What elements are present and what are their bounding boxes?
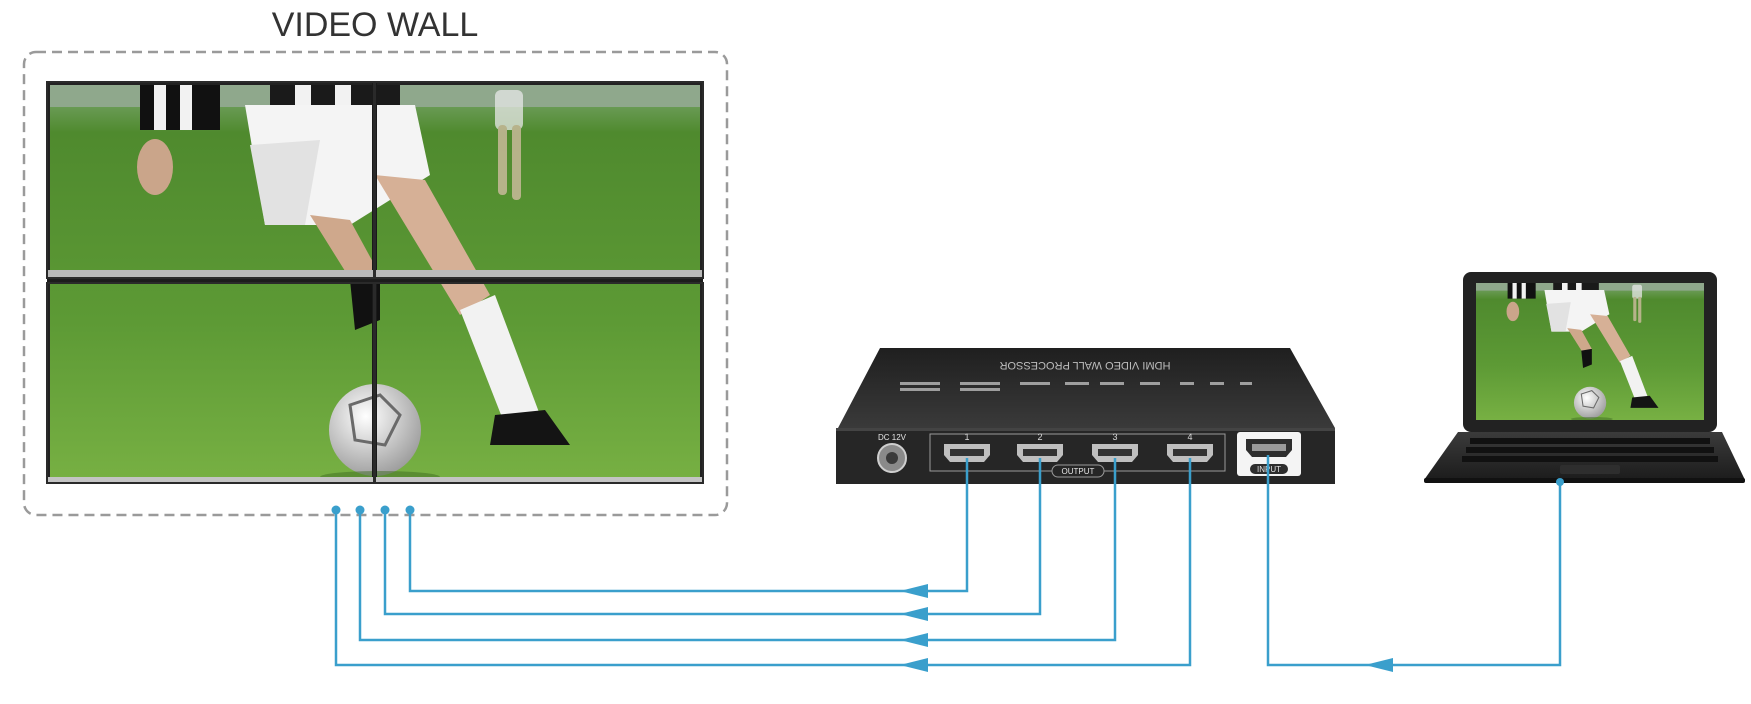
output-port-3[interactable]: 3 (1092, 432, 1138, 462)
output-label: OUTPUT (1062, 467, 1095, 476)
cable-input (1266, 455, 1562, 667)
processor-top-label: HDMI VIDEO WALL PROCESSOR (999, 359, 1170, 371)
arrow-left-icon (900, 584, 928, 598)
processor-top-face (838, 348, 1335, 428)
arrow-left-icon (900, 658, 928, 672)
arrow-left-icon (900, 633, 928, 647)
signal-direction-arrows (900, 584, 1393, 672)
video-wall-title: VIDEO WALL (272, 6, 479, 44)
laptop-touchpad (1560, 465, 1620, 474)
cable-output-4 (334, 458, 1192, 667)
video-wall: VIDEO WALL (22, 6, 729, 517)
laptop-screen-picture (1476, 283, 1704, 420)
output-port-number: 2 (1037, 432, 1042, 442)
arrow-left-icon (1365, 658, 1393, 672)
cable-connector-dots (331, 478, 1564, 515)
output-port-1[interactable]: 1 (944, 432, 990, 462)
laptop-icon (1424, 272, 1745, 483)
output-port-number: 3 (1112, 432, 1117, 442)
processor-top-markings (900, 382, 1252, 391)
input-port[interactable]: INPUT (1237, 432, 1301, 476)
display-panel-bottom-right (374, 282, 704, 484)
cable-output-1 (408, 458, 969, 593)
cable-output-3 (358, 458, 1117, 642)
display-panel-top-right (374, 81, 704, 279)
output-port-4[interactable]: 4 (1167, 432, 1213, 462)
hdmi-cables (334, 455, 1562, 667)
output-port-2[interactable]: 2 (1017, 432, 1063, 462)
hdmi-video-wall-processor: HDMI VIDEO WALL PROCESSOR DC 12V OUTPU (836, 348, 1335, 484)
power-jack-icon (877, 443, 907, 473)
power-label: DC 12V (878, 433, 907, 442)
cable-output-2 (383, 458, 1042, 616)
laptop-keyboard (1462, 438, 1718, 462)
output-port-number: 4 (1187, 432, 1192, 442)
arrow-left-icon (900, 607, 928, 621)
video-wall-dashed-frame (22, 50, 729, 517)
output-port-number: 1 (964, 432, 969, 442)
